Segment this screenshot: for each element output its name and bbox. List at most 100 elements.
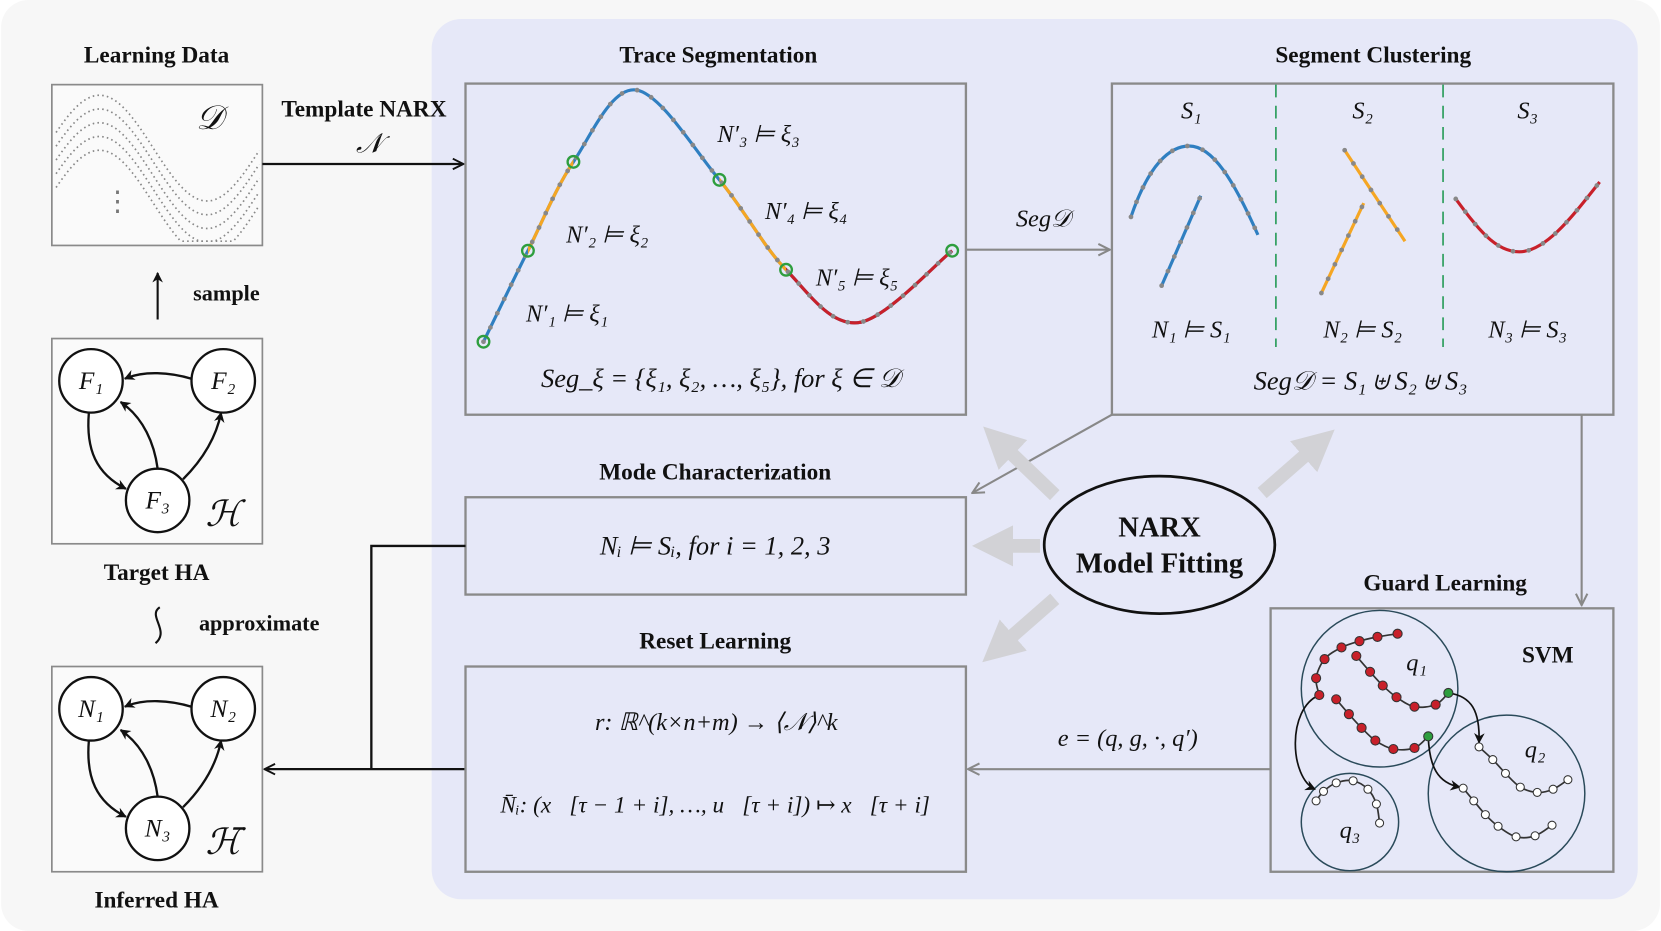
trace-point: [1354, 636, 1365, 647]
trace-point: [1314, 689, 1325, 701]
node-n2-label: N₂: [209, 695, 236, 723]
guard-traces: [1311, 628, 1573, 842]
trace-point: [1488, 755, 1498, 765]
cluster-model-2: N₂ ⊨ S₂: [1322, 316, 1402, 343]
node-f3: [124, 467, 191, 534]
target-ha-title: Target HA: [104, 560, 210, 586]
template-narx-label: Template NARX: [281, 96, 446, 122]
trace-point: [1311, 796, 1321, 806]
trace-point: [1511, 832, 1521, 842]
trace-point: [1363, 784, 1373, 794]
trace-point: [1500, 768, 1511, 778]
trace-point: [1375, 818, 1385, 828]
node-n1: [58, 675, 124, 742]
trace-point: [1547, 820, 1557, 830]
segment-label-1: N′₁ ⊨ ξ₁: [525, 301, 608, 328]
model-fitting-label: Model Fitting: [1076, 548, 1243, 579]
trace-point: [1370, 735, 1381, 746]
node-n2: [190, 675, 257, 742]
trace-point: [1372, 631, 1383, 642]
learning-data-traces: [55, 94, 260, 243]
transition-arrows: [1294, 692, 1485, 791]
narx-label: NARX: [1118, 512, 1201, 543]
cluster-s1-segments: [1128, 143, 1261, 289]
cluster-label-s2: S₂: [1352, 97, 1373, 124]
trace-point: [1458, 783, 1468, 793]
cluster-label-s3: S₃: [1517, 97, 1538, 124]
reset-narx-formula: N̄ᵢ: (x⃗[τ − 1 + i], …, u⃗[τ + i]) ↦ x⃗[…: [499, 793, 930, 819]
cluster-model-1: N₁ ⊨ S₁: [1151, 316, 1231, 343]
trace-point: [1532, 787, 1542, 797]
trace-point: [1409, 742, 1420, 754]
mode-q2-region: [1427, 714, 1586, 873]
trace-point: [1392, 628, 1403, 639]
inferred-ha-title: Inferred HA: [94, 888, 218, 914]
svm-label: SVM: [1522, 642, 1574, 668]
mode-q3-label: q₃: [1340, 817, 1361, 844]
trace-point: [1356, 722, 1367, 733]
inferred-ha-symbol: ℋ̄: [205, 822, 246, 862]
node-f2-label: F₂: [210, 367, 236, 395]
target-ha-graph: F₁ F₂ F₃: [58, 347, 257, 534]
cluster-s2-segments: [1319, 147, 1408, 296]
guard-learning-box: [1269, 607, 1615, 873]
trace-point: [1318, 786, 1329, 796]
narx-fitting-arrows: [971, 426, 1335, 663]
narx-model-fitting-node: [1042, 474, 1277, 615]
breakpoint-marker: [566, 154, 581, 169]
segment-clustering-title: Segment Clustering: [1275, 42, 1471, 68]
node-f1: [58, 347, 124, 414]
approximate-tilde-icon: [154, 606, 162, 645]
trace-point: [1371, 799, 1381, 809]
segment-label-2: N′₂ ⊨ ξ₂: [565, 221, 648, 248]
trace-point: [1348, 776, 1358, 786]
mode-q3-region: [1300, 772, 1400, 872]
trace-point: [1469, 796, 1479, 806]
node-n3: [124, 795, 191, 862]
segment-breakpoints: [476, 154, 960, 349]
mode-q2-label: q₂: [1525, 736, 1546, 763]
approximate-label: approximate: [199, 611, 320, 636]
trace-point: [1311, 673, 1322, 684]
node-n1-label: N₁: [77, 695, 104, 723]
mode-q1-label: q₁: [1406, 650, 1427, 677]
segment-label-3: N′₃ ⊨ ξ₃: [716, 121, 799, 148]
breakpoint-marker: [712, 172, 727, 187]
node-f3-label: F₃: [144, 486, 169, 514]
inferred-ha-graph: N₁ N₂ N₃: [58, 675, 257, 862]
learning-data-title: Learning Data: [84, 42, 230, 68]
cluster-s3-segments: [1453, 179, 1603, 255]
node-f1-label: F₁: [78, 367, 103, 395]
segmented-trace: [481, 87, 955, 345]
guard-switch-point: [1443, 687, 1454, 699]
target-ha-symbol: ℋ: [205, 494, 246, 534]
edge-label: e = (q, g, ·, q′): [1058, 725, 1198, 752]
learning-trace: [55, 149, 260, 243]
trace-point: [1409, 701, 1420, 712]
node-n3-label: N₃: [144, 814, 171, 842]
trace-segmentation-formula: Seg_ξ = {ξ₁, ξ₂, …, ξ₅}, for ξ ∈ 𝒟: [541, 363, 905, 393]
reset-map-formula: r: ℝ^(k×n+m) → ⟨𝒩⟩^k: [595, 709, 839, 736]
trace-point: [1331, 694, 1342, 705]
trace-point: [1377, 680, 1388, 691]
trace-point: [1480, 810, 1490, 820]
trace-segmentation-title: Trace Segmentation: [619, 42, 817, 68]
mode-q1-region: [1300, 609, 1459, 768]
breakpoint-marker: [476, 334, 491, 349]
trace-point: [1530, 831, 1540, 841]
trace-point: [1331, 778, 1341, 788]
guard-learning-title: Guard Learning: [1363, 570, 1527, 596]
guard-switch-point: [1423, 731, 1434, 742]
cluster-model-3: N₃ ⊨ S₃: [1487, 316, 1567, 343]
breakpoint-marker: [945, 243, 960, 258]
clustering-to-mode-arrow: [972, 413, 1113, 493]
breakpoint-marker: [779, 262, 794, 277]
segment-clustering-box: [1110, 82, 1615, 416]
mode-to-inferred-line: [370, 544, 466, 770]
segment-clustering-formula: Seg𝒟 = S₁ ⊎ S₂ ⊎ S₃: [1254, 365, 1468, 395]
more-traces-dots: ⋮: [104, 186, 131, 217]
trace-point: [1391, 692, 1402, 703]
mode-characterization-title: Mode Characterization: [599, 459, 831, 485]
